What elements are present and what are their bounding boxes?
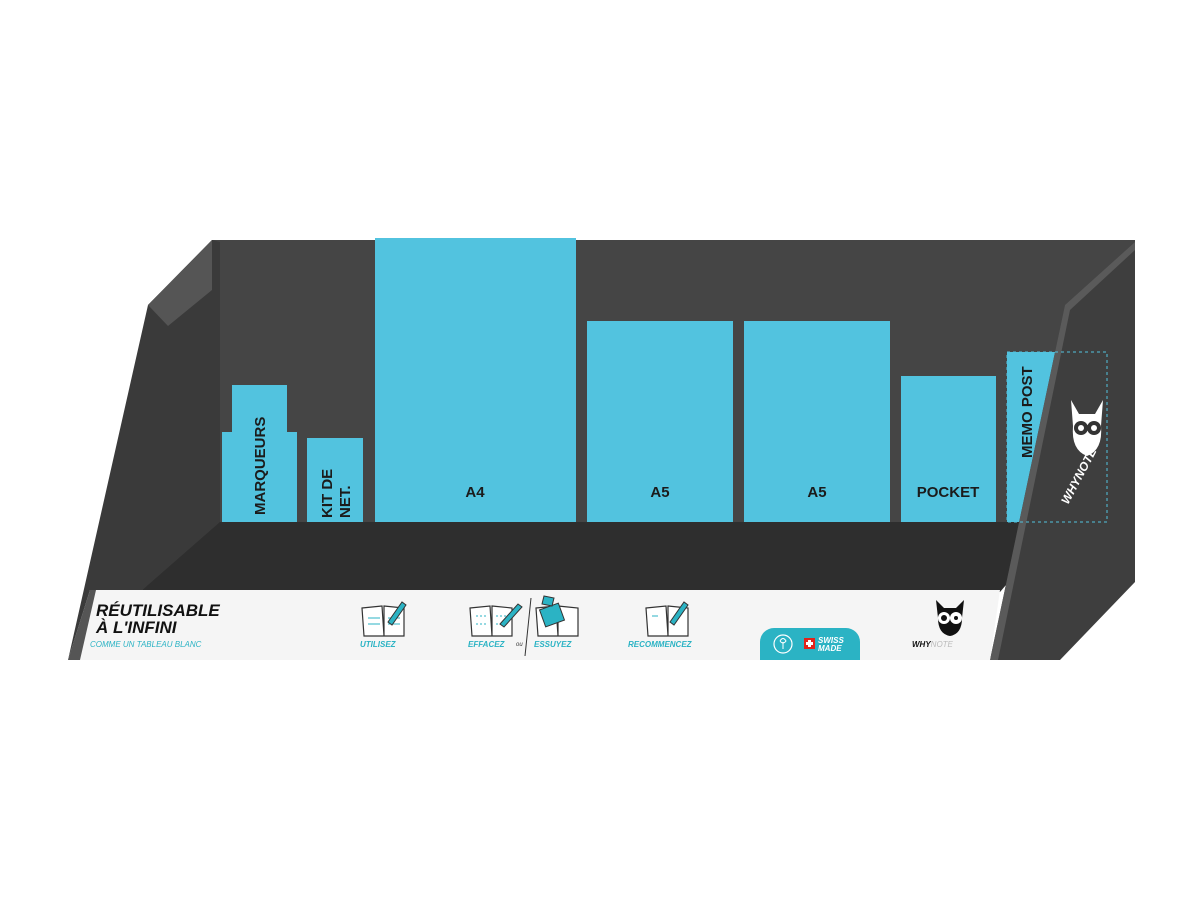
owl-logo-icon [936,600,964,636]
swiss-text: SWISS [818,636,844,645]
label-a4: A4 [465,484,485,501]
brand-logo: WHYNOTE [912,640,953,649]
notebook-wipe-icon [535,595,579,637]
left-side-panel [68,240,220,660]
products [222,238,1067,522]
owl-icon [1071,400,1103,456]
title-line2: À L'INFINI [96,618,177,637]
eco-tree-icon [773,634,793,654]
right-panel-edge [990,242,1135,660]
right-side-panel [990,242,1135,660]
swiss-flag-icon [804,638,815,649]
step-utilisez: UTILISEZ [360,640,396,649]
a5-compartment-2 [744,321,890,522]
notebook-erase-icon [469,603,523,637]
title-line1: RÉUTILISABLE [96,601,220,620]
label-marqueurs: MARQUEURS [252,417,269,515]
label-kit: KIT DE [319,469,336,518]
label-kit-2: NET. [337,485,354,518]
step-essuyez: ESSUYEZ [534,640,572,649]
brand-bold: WHY [912,640,931,649]
step-recommencez: RECOMMENCEZ [628,640,692,649]
label-a5-2: A5 [807,484,826,501]
front-panel-left-edge [68,590,96,660]
kit-compartment [307,438,363,522]
marqueurs-top [232,385,287,433]
floor [140,522,1060,592]
front-subtitle: COMME UN TABLEAU BLANC [90,640,202,649]
a4-compartment [375,238,576,522]
notebook-pen-icon [361,601,407,637]
left-panel-edge [148,240,212,326]
pocket-compartment [901,376,996,522]
or-label: ou [516,642,523,648]
label-pocket: POCKET [917,484,980,501]
memo-post-outline [1006,351,1108,523]
made-text: MADE [818,644,842,653]
marqueurs-compartment [222,432,297,522]
notebook-pen-icon-2 [645,601,689,637]
divider [524,598,532,656]
label-memo-post: MEMO POST [1019,366,1036,458]
step-effacez: EFFACEZ [468,640,505,649]
label-a5-1: A5 [650,484,669,501]
brand-light: NOTE [930,640,953,649]
a5-compartment-1 [587,321,733,522]
